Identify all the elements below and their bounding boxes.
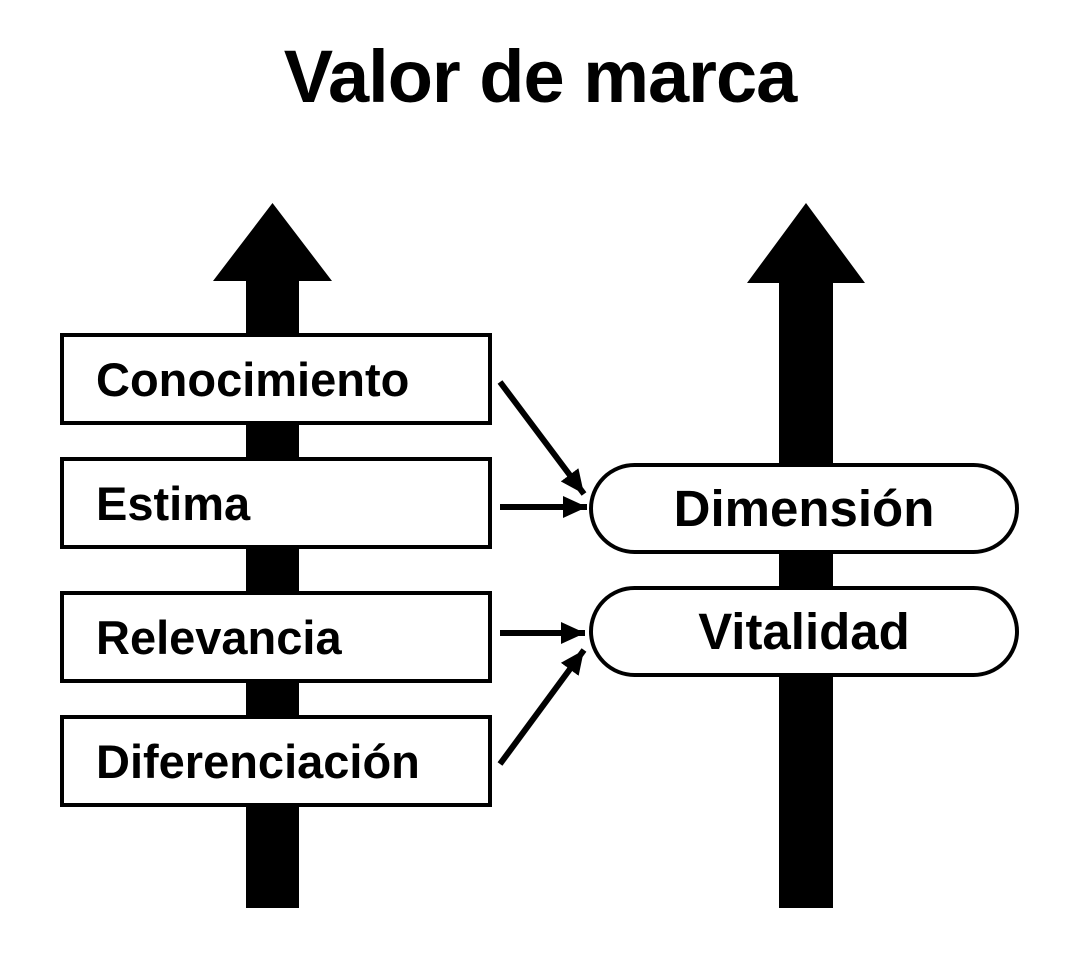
factor-box-diferenciacion: Diferenciación xyxy=(60,715,492,807)
factor-label-relevancia: Relevancia xyxy=(96,610,342,664)
vitalidad-pill: Vitalidad xyxy=(589,586,1019,677)
factor-label-estima: Estima xyxy=(96,476,251,530)
dimension-pill-label: Dimensión xyxy=(673,480,935,537)
diagram-title: Valor de marca xyxy=(283,35,798,118)
factor-label-conocimiento: Conocimiento xyxy=(96,352,410,406)
vitalidad-pill-label: Vitalidad xyxy=(698,603,910,660)
connector-diferenciacion-to-vitalidad xyxy=(497,648,587,766)
dimension-pill: Dimensión xyxy=(589,463,1019,554)
connector-group xyxy=(497,380,587,766)
right-trend-up-arrow xyxy=(747,203,865,908)
factor-box-estima: Estima xyxy=(60,457,492,549)
left-trend-up-arrow xyxy=(213,203,332,908)
factor-box-conocimiento: Conocimiento xyxy=(60,333,492,425)
factor-label-diferenciacion: Diferenciación xyxy=(96,734,420,788)
factor-box-relevancia: Relevancia xyxy=(60,591,492,683)
connector-conocimiento-to-dimension xyxy=(497,380,587,496)
